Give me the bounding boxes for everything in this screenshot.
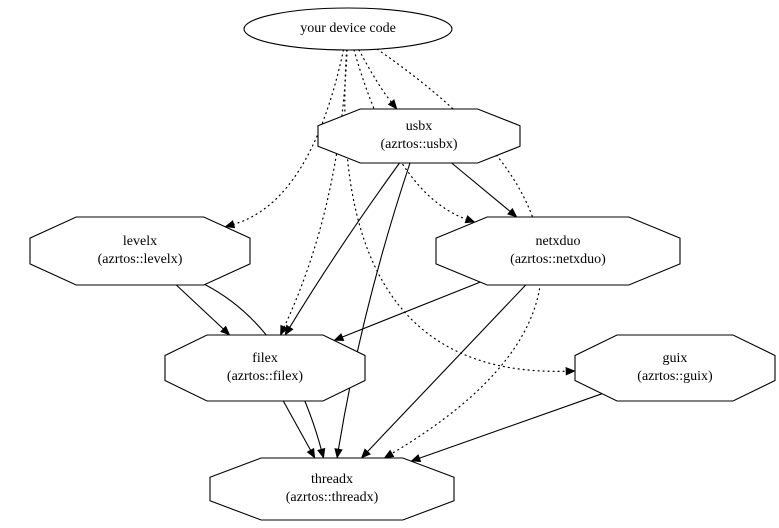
arrowhead-netxduo-to-filex (333, 333, 345, 341)
edge-device-to-usbx (358, 49, 393, 104)
octagon-levelx (29, 216, 251, 286)
node-label-filex-line1: filex (252, 351, 278, 366)
node-netxduo[interactable]: netxduo(azrtos::netxduo) (435, 216, 681, 286)
arrowhead-device-to-threadx (383, 449, 395, 459)
edge-device-to-netxduo (353, 49, 468, 221)
edge-levelx-to-filex (175, 284, 225, 330)
edge-usbx-to-netxduo (451, 162, 512, 213)
arrowhead-filex-to-threadx (306, 447, 316, 459)
octagon-usbx (317, 108, 521, 164)
arrowhead-device-to-usbx (387, 99, 398, 110)
node-label-usbx-line1: usbx (406, 119, 432, 134)
node-label-threadx-line2: (azrtos::threadx) (286, 490, 379, 505)
node-label-device-line1: your device code (300, 21, 396, 36)
node-label-guix-line1: guix (663, 351, 688, 366)
node-label-threadx-line1: threadx (311, 472, 353, 487)
edge-guix-to-threadx (418, 393, 603, 460)
edge-netxduo-to-filex (341, 281, 481, 338)
arrowhead-usbx-to-threadx (334, 448, 343, 459)
arrowhead-levelx-to-filex (220, 325, 231, 336)
edge-usbx-to-filex (288, 162, 400, 329)
node-label-levelx-line1: levelx (123, 234, 157, 249)
node-levelx[interactable]: levelx(azrtos::levelx) (29, 216, 251, 286)
edge-usbx-to-threadx (337, 162, 411, 451)
ellipse-device (243, 7, 453, 51)
arrowhead-device-to-netxduo (464, 215, 476, 224)
node-label-usbx-line2: (azrtos::usbx) (381, 137, 458, 152)
octagon-guix (574, 334, 776, 402)
node-label-levelx-line2: (azrtos::levelx) (98, 252, 183, 267)
arrowhead-device-to-guix (565, 366, 576, 376)
node-layer: your device codeusbx(azrtos::usbx)levelx… (29, 7, 776, 521)
edge-filex-to-threadx (282, 400, 312, 452)
node-device[interactable]: your device code (243, 7, 453, 51)
node-label-filex-line2: (azrtos::filex) (227, 369, 304, 384)
node-label-netxduo-line1: netxduo (535, 234, 580, 249)
edge-netxduo-to-threadx (366, 284, 527, 453)
node-label-netxduo-line2: (azrtos::netxduo) (510, 252, 606, 267)
arrowhead-levelx-to-threadx (317, 447, 326, 459)
edge-device-to-levelx (232, 49, 345, 226)
arrowhead-netxduo-to-threadx (360, 448, 371, 459)
node-threadx[interactable]: threadx(azrtos::threadx) (209, 457, 455, 521)
arrowhead-usbx-to-netxduo (507, 207, 518, 218)
node-label-guix-line2: (azrtos::guix) (637, 369, 713, 384)
node-usbx[interactable]: usbx(azrtos::usbx) (317, 108, 521, 164)
octagon-netxduo (435, 216, 681, 286)
edge-device-to-filex (283, 49, 348, 329)
arrowhead-device-to-levelx (224, 220, 236, 229)
octagon-filex (164, 334, 366, 402)
node-filex[interactable]: filex(azrtos::filex) (164, 334, 366, 402)
node-guix[interactable]: guix(azrtos::guix) (574, 334, 776, 402)
arrowhead-guix-to-threadx (410, 454, 422, 463)
arrowhead-usbx-to-filex (284, 324, 294, 336)
octagon-threadx (209, 457, 455, 521)
